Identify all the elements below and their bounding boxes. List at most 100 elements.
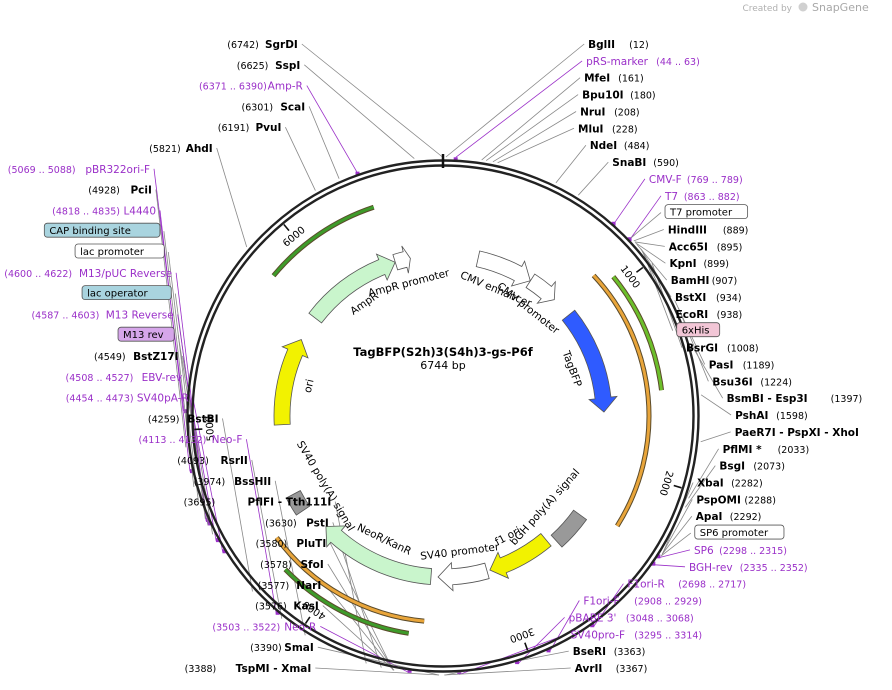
site-pos-l4440: (4818 .. 4835): [52, 206, 120, 217]
site-pflfi-tth111i: PflFI - Tth111I(3695): [184, 497, 332, 509]
site-box-label-6xhis: 6xHis: [682, 326, 710, 337]
site-t7: T7(863 .. 882): [664, 191, 740, 203]
site-kasi: KasI(3576): [255, 601, 319, 613]
site-name-bstbi: BstBI: [187, 413, 218, 425]
site-name-sgrdi: SgrDI: [265, 39, 298, 51]
feature-ori: [273, 339, 309, 426]
feature-mark-f1ori-f: [546, 648, 551, 653]
feature-mark-sp6: [656, 554, 661, 559]
site-name-f1ori-r: F1ori-R: [627, 579, 664, 591]
site-pos-m13-puc-reverse: (4600 .. 4622): [4, 269, 72, 280]
leader-kpni: [635, 242, 666, 264]
site-pos-pflmi: (2033): [778, 445, 810, 456]
site-smai: SmaI(3390): [250, 642, 314, 654]
site-pos-pbabe-3: (3048 .. 3068): [626, 613, 694, 624]
leader-bsgi: [684, 465, 716, 508]
feature-f1-ori: [489, 533, 552, 580]
site-pos-bstxi: (934): [716, 293, 742, 304]
leader-bsshii: [274, 480, 306, 636]
site-name-bstxi: BstXI: [675, 292, 706, 304]
site-pos-bamhi: (907): [712, 276, 738, 287]
site-pos-mfei: (161): [618, 74, 644, 85]
site-pos-avrii: (3367): [616, 664, 648, 675]
leader-mfei: [481, 77, 581, 161]
site-pos-f1ori-f: (2908 .. 2929): [634, 597, 702, 608]
site-pos-pshai: (1598): [776, 411, 808, 422]
leader-avrii: [444, 667, 571, 676]
site-pos-sp6: (2298 .. 2315): [719, 546, 787, 557]
leader-apai: [661, 515, 693, 555]
leader-pspomi: [661, 499, 693, 554]
site-box-label-t7-promoter: T7 promoter: [669, 208, 733, 219]
site-prs-marker: pRS-marker(44 .. 63): [586, 56, 700, 68]
tick-1000: [635, 266, 644, 273]
site-bstbi: BstBI(4259): [148, 413, 219, 425]
site-bsgi: BsgI(2073): [719, 461, 785, 473]
site-pos-bstz17i: (4549): [94, 352, 126, 363]
site-pos-bsmbi-esp3i: (1397): [831, 394, 863, 405]
site-name-pbr322ori-f: pBR322ori-F: [85, 164, 150, 176]
site-pos-ndei: (484): [624, 141, 650, 152]
site-name-l4440: L4440: [123, 205, 156, 217]
leader-cmv-f: [614, 178, 646, 223]
site-box-t7-promoter: [664, 204, 749, 220]
site-pos-neo-f: (4113 .. 4132): [139, 435, 207, 446]
site-pos-pbr322ori-f: (5069 .. 5088): [8, 165, 76, 176]
site-bsshii: BssHII(3974): [194, 476, 272, 488]
site-pos-sv40pa-r: (4454 .. 4473): [66, 394, 134, 405]
site-sspi: SspI(6625): [237, 60, 301, 72]
leader-sv40pro-f: [459, 633, 567, 675]
site-name-kpni: KpnI: [669, 258, 696, 270]
site-sv40pa-r: SV40pA-R(4454 .. 4473): [66, 393, 189, 405]
site-name-f1ori-f: F1ori-F: [583, 596, 619, 608]
feature-ampr-promoter: [392, 245, 411, 274]
site-pflmi: PflMI *(2033): [723, 444, 810, 456]
leader-paer7i-pspxi-xhoi: [700, 431, 731, 443]
site-pos-kpni: (899): [703, 259, 729, 270]
feature-sv40-poly-a-signal: [285, 490, 311, 516]
site-pos-m13-reverse: (4587 .. 4603): [31, 310, 99, 321]
site-paer7i-pspxi-xhoi: PaeR7I - PspXI - XhoI(1793): [735, 427, 859, 439]
site-name-bglii: BglII: [588, 39, 615, 51]
leader-scai: [308, 106, 340, 179]
site-box-cap-binding-site: [43, 222, 161, 238]
tick-3000: [524, 642, 529, 651]
site-pos-mlui: (228): [612, 124, 638, 135]
site-name-smai: SmaI: [284, 642, 314, 654]
site-name-nari: NarI: [296, 580, 321, 592]
site-scai: ScaI(6301): [242, 101, 306, 113]
site-name-sp6: SP6: [694, 545, 714, 557]
site-name-bamhi: BamHI: [671, 275, 710, 287]
site-name-snabi: SnaBI: [612, 157, 646, 169]
site-neo-r: Neo-R(3503 .. 3522): [212, 621, 316, 633]
site-sfoi: SfoI(3578): [260, 559, 324, 571]
site-box-label-m13-rev: M13 rev: [123, 330, 164, 341]
site-bglii: BglII(12): [588, 39, 649, 51]
site-m13-puc-reverse: M13/pUC Reverse (4600 .. 4622): [4, 268, 172, 280]
site-nrui: NruI(208): [580, 106, 640, 118]
site-psti: PstI(3630): [265, 517, 329, 529]
feature-mark-pbabe-3: [515, 660, 520, 665]
site-bstxi: BstXI (934): [675, 292, 742, 304]
site-pos-sspi: (6625): [237, 61, 269, 72]
leader-bpu10i: [485, 94, 579, 161]
site-box-label-sp6-promoter: SP6 promoter: [700, 528, 769, 539]
site-name-m13-puc-reverse: M13/pUC Reverse: [79, 268, 172, 280]
site-labels: BglII(12)pRS-marker(44 .. 63)MfeI(161)Bp…: [4, 39, 863, 675]
leader-t7: [630, 195, 662, 239]
site-pos-pasi: (1189): [743, 360, 775, 371]
site-name-scai: ScaI: [280, 101, 305, 113]
site-name-mfei: MfeI: [584, 73, 610, 85]
site-name-amp-r: Amp-R: [268, 81, 303, 93]
site-pos-bgh-rev: (2335 .. 2352): [740, 563, 808, 574]
feature-mark-m13-puc-reverse: [205, 517, 210, 522]
tick-label-5000: 5000: [205, 416, 217, 442]
leader-pcii: [155, 189, 187, 448]
leader-hindiii: [633, 229, 664, 242]
site-name-pspomi: PspOMI: [696, 494, 741, 506]
leader-bsu36i: [678, 307, 709, 382]
feature-mark-neo-f: [275, 610, 280, 615]
leader-neo-f: [246, 439, 277, 615]
site-pbabe-3: pBABE 3'(3048 .. 3068): [569, 612, 694, 624]
site-avrii: AvrII(3367): [575, 663, 648, 675]
